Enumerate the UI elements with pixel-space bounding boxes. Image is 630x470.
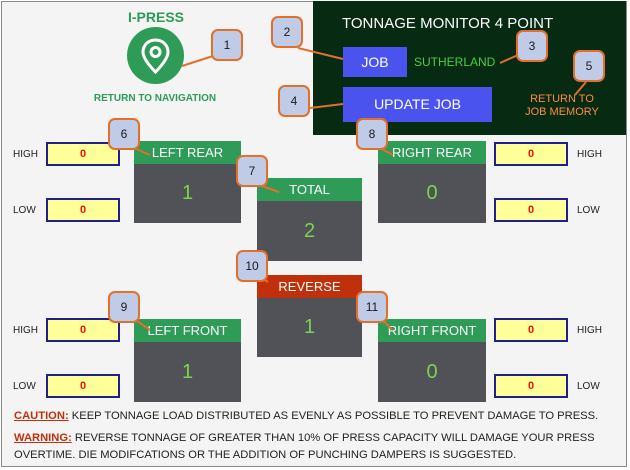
callout-8: 8 — [356, 118, 388, 150]
total-label: TOTAL — [257, 178, 362, 201]
right-front-label: RIGHT FRONT — [378, 319, 486, 342]
left-rear-label: LEFT REAR — [134, 141, 241, 164]
callout-9: 9 — [108, 291, 140, 323]
right-front-low-label: LOW — [577, 381, 600, 392]
left-front-low-input[interactable]: 0 — [46, 374, 120, 398]
page-title: TONNAGE MONITOR 4 POINT — [342, 15, 554, 32]
callout-3: 3 — [516, 30, 548, 62]
callout-7: 7 — [236, 155, 268, 187]
left-front-value: 1 — [134, 342, 241, 402]
total-value: 2 — [257, 201, 362, 261]
callout-6: 6 — [108, 118, 140, 150]
caution-text: KEEP TONNAGE LOAD DISTRIBUTED AS EVENLY … — [68, 410, 599, 422]
callout-1: 1 — [211, 29, 243, 61]
reverse-value: 1 — [257, 298, 362, 357]
update-job-button[interactable]: UPDATE JOB — [343, 87, 492, 122]
callout-11: 11 — [356, 291, 388, 323]
return-memory-line2: JOB MEMORY — [525, 106, 599, 118]
left-rear-low-input[interactable]: 0 — [46, 198, 120, 222]
left-rear-high-input[interactable]: 0 — [46, 142, 120, 166]
job-button[interactable]: JOB — [343, 47, 407, 77]
callout-5: 5 — [573, 50, 605, 82]
left-rear-value: 1 — [134, 164, 241, 223]
right-front-value: 0 — [378, 342, 486, 402]
left-front-high-label: HIGH — [13, 325, 38, 336]
right-front-low-input[interactable]: 0 — [494, 374, 568, 398]
warning-key: WARNING: — [14, 432, 72, 444]
right-front-high-input[interactable]: 0 — [494, 318, 568, 342]
reverse-label: REVERSE — [257, 275, 362, 298]
warning-note: WARNING: REVERSE TONNAGE OF GREATER THAN… — [14, 430, 620, 464]
left-rear-high-label: HIGH — [13, 149, 38, 160]
callout-10: 10 — [236, 250, 268, 282]
return-to-navigation-link[interactable]: RETURN TO NAVIGATION — [93, 93, 217, 104]
left-front-high-input[interactable]: 0 — [46, 318, 120, 342]
callout-2: 2 — [271, 16, 303, 48]
app-logo-title: I-PRESS — [127, 9, 184, 25]
map-pin-icon[interactable] — [127, 27, 184, 84]
left-rear-low-label: LOW — [13, 205, 36, 216]
caution-note: CAUTION: KEEP TONNAGE LOAD DISTRIBUTED A… — [14, 408, 620, 425]
right-rear-label: RIGHT REAR — [378, 141, 486, 164]
job-name-value: SUTHERLAND — [414, 55, 496, 69]
right-front-high-label: HIGH — [577, 325, 602, 336]
right-rear-high-label: HIGH — [577, 149, 602, 160]
left-front-low-label: LOW — [13, 381, 36, 392]
right-rear-value: 0 — [378, 164, 486, 223]
return-to-job-memory-link[interactable]: RETURN TO JOB MEMORY — [522, 90, 602, 121]
right-rear-low-input[interactable]: 0 — [494, 198, 568, 222]
return-memory-line1: RETURN TO — [530, 93, 594, 105]
right-rear-low-label: LOW — [577, 205, 600, 216]
left-front-label: LEFT FRONT — [134, 319, 241, 342]
callout-4: 4 — [278, 85, 310, 117]
warning-text: REVERSE TONNAGE OF GREATER THAN 10% OF P… — [14, 432, 595, 461]
caution-key: CAUTION: — [14, 410, 69, 422]
right-rear-high-input[interactable]: 0 — [494, 142, 568, 166]
